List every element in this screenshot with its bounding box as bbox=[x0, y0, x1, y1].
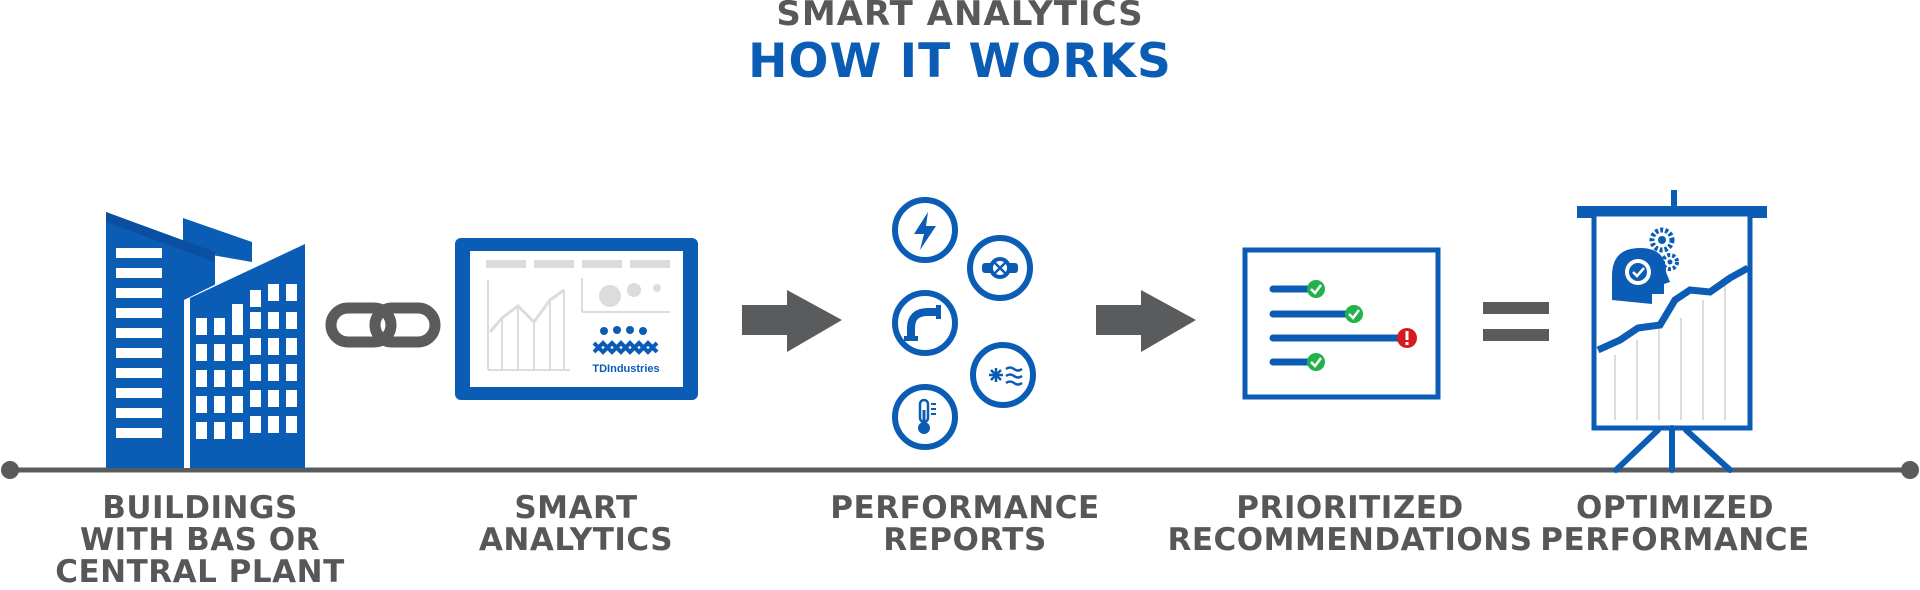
timeline-end-dot bbox=[1901, 461, 1919, 479]
step-label-line: OPTIMIZED bbox=[1575, 490, 1775, 526]
step-label-line: RECOMMENDATIONS bbox=[1167, 522, 1533, 558]
snowflake-fan-icon bbox=[970, 342, 1036, 408]
step-label-performance-reports: PERFORMANCE REPORTS bbox=[805, 492, 1125, 556]
timeline-start-dot bbox=[1, 461, 19, 479]
checklist-icon bbox=[1242, 247, 1441, 400]
step-label-buildings: BUILDINGS WITH BAS OR CENTRAL PLANT bbox=[40, 492, 360, 588]
building-icon bbox=[106, 212, 305, 468]
thermometer-icon bbox=[892, 384, 958, 450]
equals-icon bbox=[1483, 302, 1549, 341]
pipe-elbow-icon bbox=[892, 290, 958, 356]
link-icon bbox=[325, 302, 441, 348]
eyebrow-title: SMART ANALYTICS bbox=[776, 0, 1144, 34]
check-icon bbox=[1307, 353, 1325, 371]
valve-icon bbox=[967, 235, 1033, 301]
alert-icon bbox=[1397, 328, 1417, 348]
step-label-line: BUILDINGS bbox=[102, 490, 298, 526]
step-label-line: SMART bbox=[514, 490, 638, 526]
check-icon bbox=[1307, 280, 1325, 298]
step-label-line: WITH BAS OR bbox=[79, 522, 321, 558]
step-label-recommendations: PRIORITIZED RECOMMENDATIONS bbox=[1165, 492, 1535, 556]
step-label-line: PERFORMANCE bbox=[830, 490, 1100, 526]
gear-icon bbox=[1649, 227, 1679, 271]
check-icon bbox=[1345, 305, 1363, 323]
presentation-board-icon bbox=[1577, 190, 1767, 473]
page-title: HOW IT WORKS bbox=[748, 34, 1172, 89]
step-label-line: REPORTS bbox=[883, 522, 1047, 558]
step-label-line: ANALYTICS bbox=[478, 522, 674, 558]
step-label-smart-analytics: SMART ANALYTICS bbox=[416, 492, 736, 556]
arrow-icon bbox=[1096, 290, 1196, 352]
arrow-icon bbox=[742, 290, 842, 352]
logo-text: TDIndustries bbox=[592, 363, 659, 375]
head-gear-icon bbox=[1612, 248, 1670, 304]
tdindustries-logo: TDIndustries bbox=[592, 326, 660, 375]
dashboard-monitor-icon: TDIndustries bbox=[455, 238, 698, 400]
step-label-line: PERFORMANCE bbox=[1540, 522, 1810, 558]
step-label-line: CENTRAL PLANT bbox=[55, 554, 345, 590]
report-circles-icon bbox=[892, 197, 1036, 450]
step-label-line: PRIORITIZED bbox=[1236, 490, 1464, 526]
lightning-icon bbox=[892, 197, 958, 263]
step-label-optimized-performance: OPTIMIZED PERFORMANCE bbox=[1520, 492, 1830, 556]
timeline bbox=[1, 461, 1919, 479]
